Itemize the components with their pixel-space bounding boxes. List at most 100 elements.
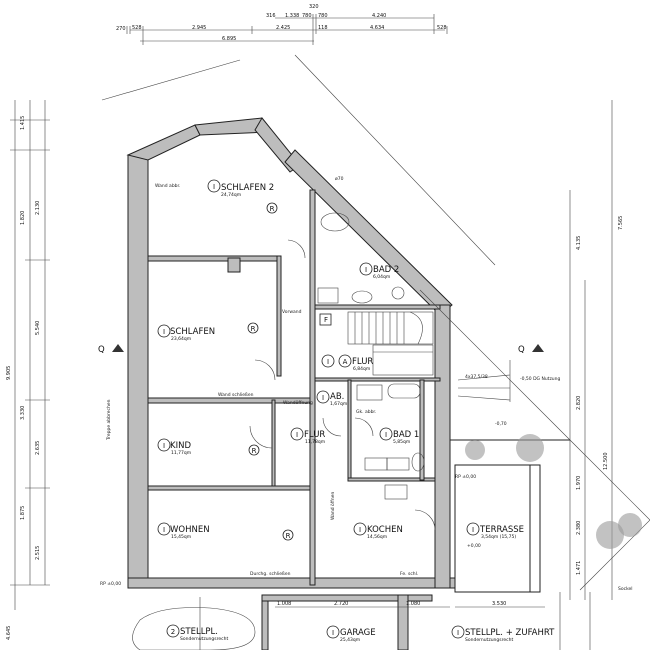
bathtub — [320, 212, 350, 232]
dim-top: 1.338 — [285, 13, 299, 19]
fixtures — [317, 212, 425, 500]
room-area: 5,85qm — [393, 439, 410, 445]
f-marker: F — [324, 316, 328, 324]
room-name: TERRASSE — [479, 525, 524, 535]
note: Wandöffnung — [283, 400, 313, 406]
room-area: 3,54qm (15,75) — [481, 534, 516, 540]
room-tag: I — [332, 629, 334, 637]
dim-right: 2.380 — [576, 521, 582, 535]
room-name: SCHLAFEN 2 — [221, 183, 274, 193]
room-schlafen-2: I SCHLAFEN 2 24,74qm — [207, 179, 274, 198]
right-dimensions: 7.565 4.135 2.820 12.500 1.970 2.380 1.4… — [569, 100, 624, 600]
room-name: BAD 2 — [373, 265, 399, 275]
dim-top: 2.425 — [276, 25, 290, 31]
dim-top: 528 — [437, 25, 447, 31]
dim-left: 2.635 — [35, 441, 41, 455]
room-flur-a: I A FLUR 6,84qm — [321, 354, 373, 372]
room-name: SCHLAFEN — [170, 327, 215, 337]
dim-top: 118 — [318, 25, 328, 31]
room-tag: I — [296, 431, 298, 439]
dim-right: 2.820 — [576, 396, 582, 410]
dim-garage: 2.720 — [334, 601, 348, 607]
note: Fe. schl. — [400, 571, 418, 577]
note: Durchg. schließen — [250, 571, 291, 577]
note: Sockel — [618, 586, 633, 592]
dim-top: 4.240 — [372, 13, 386, 19]
dim-left: 1.820 — [20, 211, 26, 225]
dim-top: 6.895 — [222, 36, 236, 42]
car-outline — [132, 607, 256, 650]
room-bad-2: I BAD 2 6,04qm — [359, 262, 399, 280]
room-area: 6,84qm — [353, 366, 370, 372]
room-flur: I FLUR 11,78qm — [290, 427, 325, 445]
room-area: 1,67qm — [330, 401, 347, 407]
room-tag: I — [359, 526, 361, 534]
annotations: Wand schließen Wand öffnen Wandöffnung V… — [100, 176, 633, 592]
dim-top: 4.634 — [370, 25, 384, 31]
note: -0,50 DG Nutzung — [520, 376, 561, 382]
dim-left: 4.645 — [6, 626, 12, 640]
room-area: Sondernutzungsrecht — [180, 636, 228, 642]
room-area: 11,78qm — [305, 439, 325, 445]
section-marker-left: Q — [98, 345, 105, 355]
dim-top: 270 — [116, 26, 126, 32]
exterior-walls — [126, 117, 456, 589]
room-schlafen: I SCHLAFEN 23,64qm — [157, 324, 215, 342]
room-area: 6,04qm — [373, 274, 390, 280]
room-name: WOHNEN — [170, 525, 210, 535]
left-dimensions: 1.415 2.130 1.820 5.540 3.330 2.635 9.90… — [6, 100, 50, 640]
r-marker: R — [286, 532, 291, 540]
room-tag: I — [365, 266, 367, 274]
dim-left: 5.540 — [35, 321, 41, 335]
room-tag: I — [327, 358, 329, 366]
dim-right: 1.970 — [576, 476, 582, 490]
dim-garage: 1.008 — [277, 601, 291, 607]
garage-row: 1.008 2.720 1.080 3.530 — [132, 592, 591, 650]
note: +0,00 — [467, 543, 481, 549]
room-ab: I AB. 1,67qm — [316, 390, 347, 407]
room-area: 23,64qm — [171, 336, 191, 342]
section-markers: Q Q — [98, 344, 544, 355]
dim-garage: 3.530 — [492, 601, 506, 607]
staircase — [347, 311, 511, 402]
room-name: FLUR — [304, 430, 325, 440]
note: -0,70 — [495, 421, 507, 427]
note: Wand abbr. — [155, 183, 180, 189]
room-area: 15,45qm — [171, 534, 191, 540]
room-bad-1: I BAD 1 5,85qm — [379, 427, 419, 445]
room-tag: I — [163, 442, 165, 450]
dim-top: 528 — [132, 25, 142, 31]
dim-top: 780 — [302, 13, 312, 19]
r-marker: R — [251, 325, 256, 333]
note: Wand schließen — [218, 392, 254, 398]
dim-top: 2.945 — [192, 25, 206, 31]
room-name: GARAGE — [340, 628, 376, 638]
dim-left: 1.875 — [20, 506, 26, 520]
note: 4x37,5/38 — [465, 374, 488, 380]
dim-right: 1.471 — [576, 561, 582, 575]
dim-top: 320 — [309, 4, 319, 10]
room-name: FLUR — [352, 357, 373, 367]
dim-left: 1.415 — [20, 116, 26, 130]
room-name: KIND — [170, 441, 191, 451]
room-labels: I SCHLAFEN 2 24,74qm I SCHLAFEN 23,64qm … — [157, 179, 555, 643]
room-kind: I KIND 11,77qm — [157, 438, 191, 456]
dim-left: 9.905 — [6, 366, 12, 380]
room-wohnen: I WOHNEN 15,45qm — [157, 522, 210, 540]
note: RP ±0,00 — [100, 581, 121, 587]
room-name: AB. — [330, 392, 344, 402]
dim-left: 3.330 — [20, 406, 26, 420]
dim-garage: 1.080 — [406, 601, 420, 607]
dim-left: 2.515 — [35, 546, 41, 560]
room-tag: I — [163, 328, 165, 336]
dim-top: 780 — [318, 13, 328, 19]
note: Vorwand — [282, 309, 302, 315]
dim-top: 316 — [266, 13, 276, 19]
r-markers: R R R R F — [247, 202, 332, 541]
room-stellplatz-zufahrt: I STELLPL. + ZUFAHRT Sondernutzungsrecht — [451, 625, 555, 643]
r-marker: R — [270, 205, 275, 213]
interior-walls — [147, 189, 441, 586]
dim-right: 12.500 — [603, 453, 609, 471]
room-area: 25,43qm — [340, 637, 360, 643]
